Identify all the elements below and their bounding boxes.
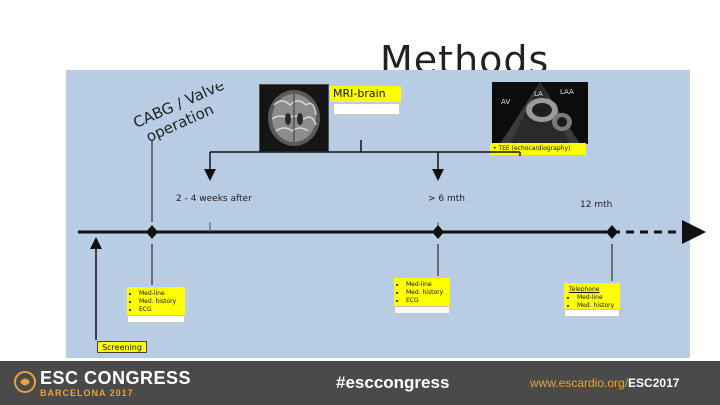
early-visit-box: Med-line Med. history ECG (127, 287, 185, 315)
mid-item-3: ECG (406, 297, 446, 305)
time-label-mid: > 6 mth (428, 194, 465, 204)
echo-la-text: LA (534, 90, 543, 98)
late-item-2: Med. history (577, 302, 616, 310)
mid-item-2: Med. history (406, 289, 446, 297)
screening-label: Screening (97, 341, 147, 353)
mri-label-underline (333, 103, 400, 115)
early-item-3: ECG (139, 306, 181, 314)
echo-label: • TEE (echocardiography) (490, 143, 586, 155)
early-item-2: Med. history (139, 298, 181, 306)
footer-congress: ESC CONGRESS (40, 368, 192, 388)
footer-bar (0, 361, 720, 405)
time-label-early: 2 - 4 weeks after (176, 194, 252, 204)
time-label-late: 12 mth (580, 200, 613, 210)
late-visit-box: Telephone Med-line Med. history (564, 283, 620, 309)
echo-label-text: TEE (echocardiography) (498, 145, 571, 152)
esc-logo-icon (14, 371, 36, 393)
echo-laa-text: LAA (560, 88, 574, 96)
mid-visit-underline (394, 306, 450, 314)
mri-label: MRI-brain (330, 86, 401, 102)
early-visit-underline (127, 315, 185, 323)
mid-item-1: Med-line (406, 281, 446, 289)
mri-brain-image (259, 84, 329, 152)
footer-url-prefix: www.escardio.org/ (530, 376, 629, 390)
early-visit-list: Med-line Med. history ECG (131, 290, 181, 314)
echo-av-text: AV (501, 98, 510, 106)
late-item-1: Med-line (577, 294, 616, 302)
footer-location: BARCELONA 2017 (40, 388, 134, 398)
echo-bullet: • (493, 145, 499, 152)
mid-visit-box: Med-line Med. history ECG (394, 278, 450, 306)
footer-url[interactable]: www.escardio.org/ESC2017 (530, 376, 679, 390)
operation-label: CABG / Valve operation (130, 84, 226, 144)
footer-url-suffix: ESC2017 (628, 376, 680, 390)
late-visit-list: Med-line Med. history (569, 294, 616, 310)
footer-hashtag[interactable]: #esccongress (336, 373, 450, 392)
mid-visit-list: Med-line Med. history ECG (398, 281, 446, 305)
early-item-1: Med-line (139, 290, 181, 298)
late-visit-underline (564, 309, 620, 317)
echo-image: AV LA LAA (492, 82, 588, 144)
late-visit-title: Telephone (569, 286, 600, 293)
